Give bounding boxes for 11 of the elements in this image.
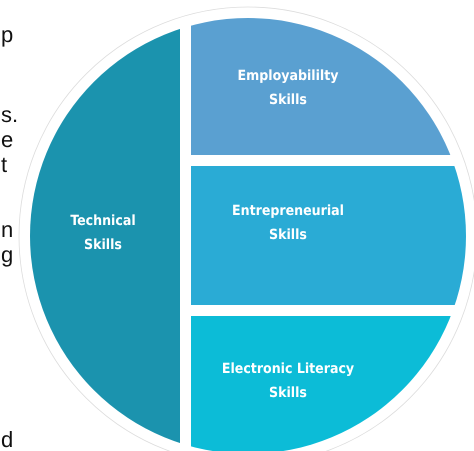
segment-label: Technical Skills: [69, 212, 137, 255]
segment-label: Employabililty Skills: [236, 67, 340, 110]
text-fragment: e: [1, 127, 14, 153]
text-fragment: s.: [1, 102, 18, 128]
text-fragment: d: [1, 427, 14, 451]
text-fragment: g: [1, 242, 14, 268]
segment-label: Entrepreneurial Skills: [231, 202, 345, 245]
text-fragment: p: [1, 22, 14, 48]
segment-label: Electronic Literacy Skills: [220, 360, 356, 403]
text-fragment: t: [1, 152, 8, 178]
text-fragment: n: [1, 217, 14, 243]
